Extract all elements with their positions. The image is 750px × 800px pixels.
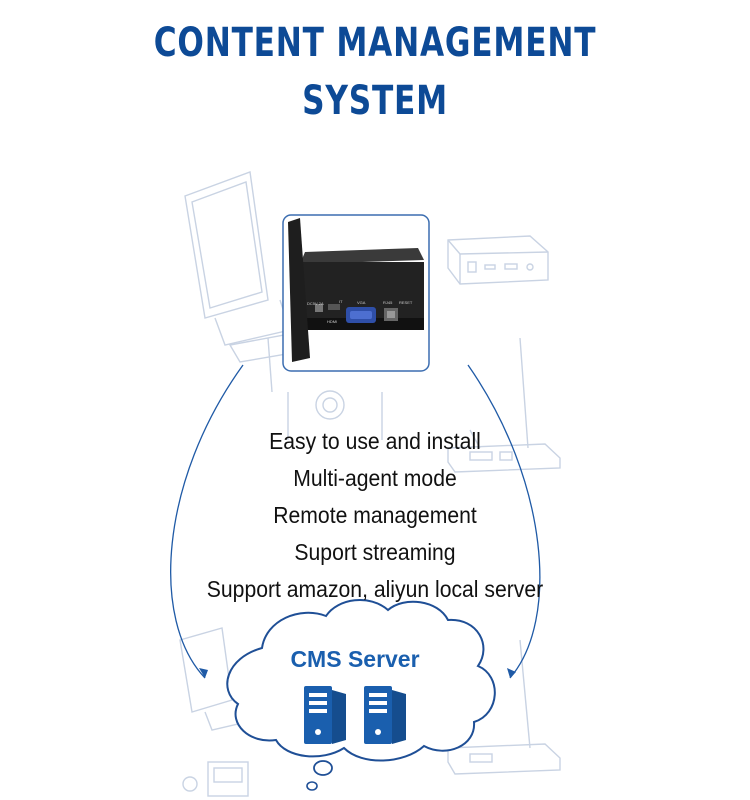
mini-box-sketch-icon <box>447 235 549 285</box>
port-label: RJ45 <box>383 300 393 305</box>
cms-server-label: CMS Server <box>290 646 420 672</box>
router-bottom-sketch-icon <box>447 639 561 775</box>
feature-item: Multi-agent mode <box>293 465 457 491</box>
port-label: HDMI <box>327 319 337 324</box>
port-label: IT <box>339 299 343 304</box>
flow-arrows <box>170 364 541 679</box>
feature-item: Easy to use and install <box>269 428 481 454</box>
router-sketch-icon <box>447 337 561 473</box>
server-icon-right <box>364 686 406 744</box>
feature-item: Suport streaming <box>294 539 456 565</box>
antenna-sketch-left <box>267 337 273 393</box>
feature-item: Remote management <box>273 502 477 528</box>
page-title-line-1: CONTENT MANAGEMENT <box>153 20 597 66</box>
server-icon-left <box>304 686 346 744</box>
camera-sketch-icon <box>287 390 383 440</box>
arrow-left-curve <box>170 364 244 679</box>
device-port-labels: DC5V 2A IT HDMI VGA RJ45 RESET <box>307 299 413 324</box>
arrow-right-curve <box>467 364 541 679</box>
port-label: VGA <box>357 300 366 305</box>
feature-item: Support amazon, aliyun local server <box>206 576 544 602</box>
device-photo <box>282 214 430 372</box>
sketch-devices <box>179 171 561 797</box>
pos-bottom-sketch-icon <box>179 627 256 797</box>
port-label: DC5V 2A <box>307 301 324 306</box>
cloud-shape <box>226 598 496 791</box>
pos-terminal-sketch-icon <box>184 171 312 363</box>
port-label: RESET <box>399 300 413 305</box>
page-title-line-2: SYSTEM <box>302 78 448 124</box>
